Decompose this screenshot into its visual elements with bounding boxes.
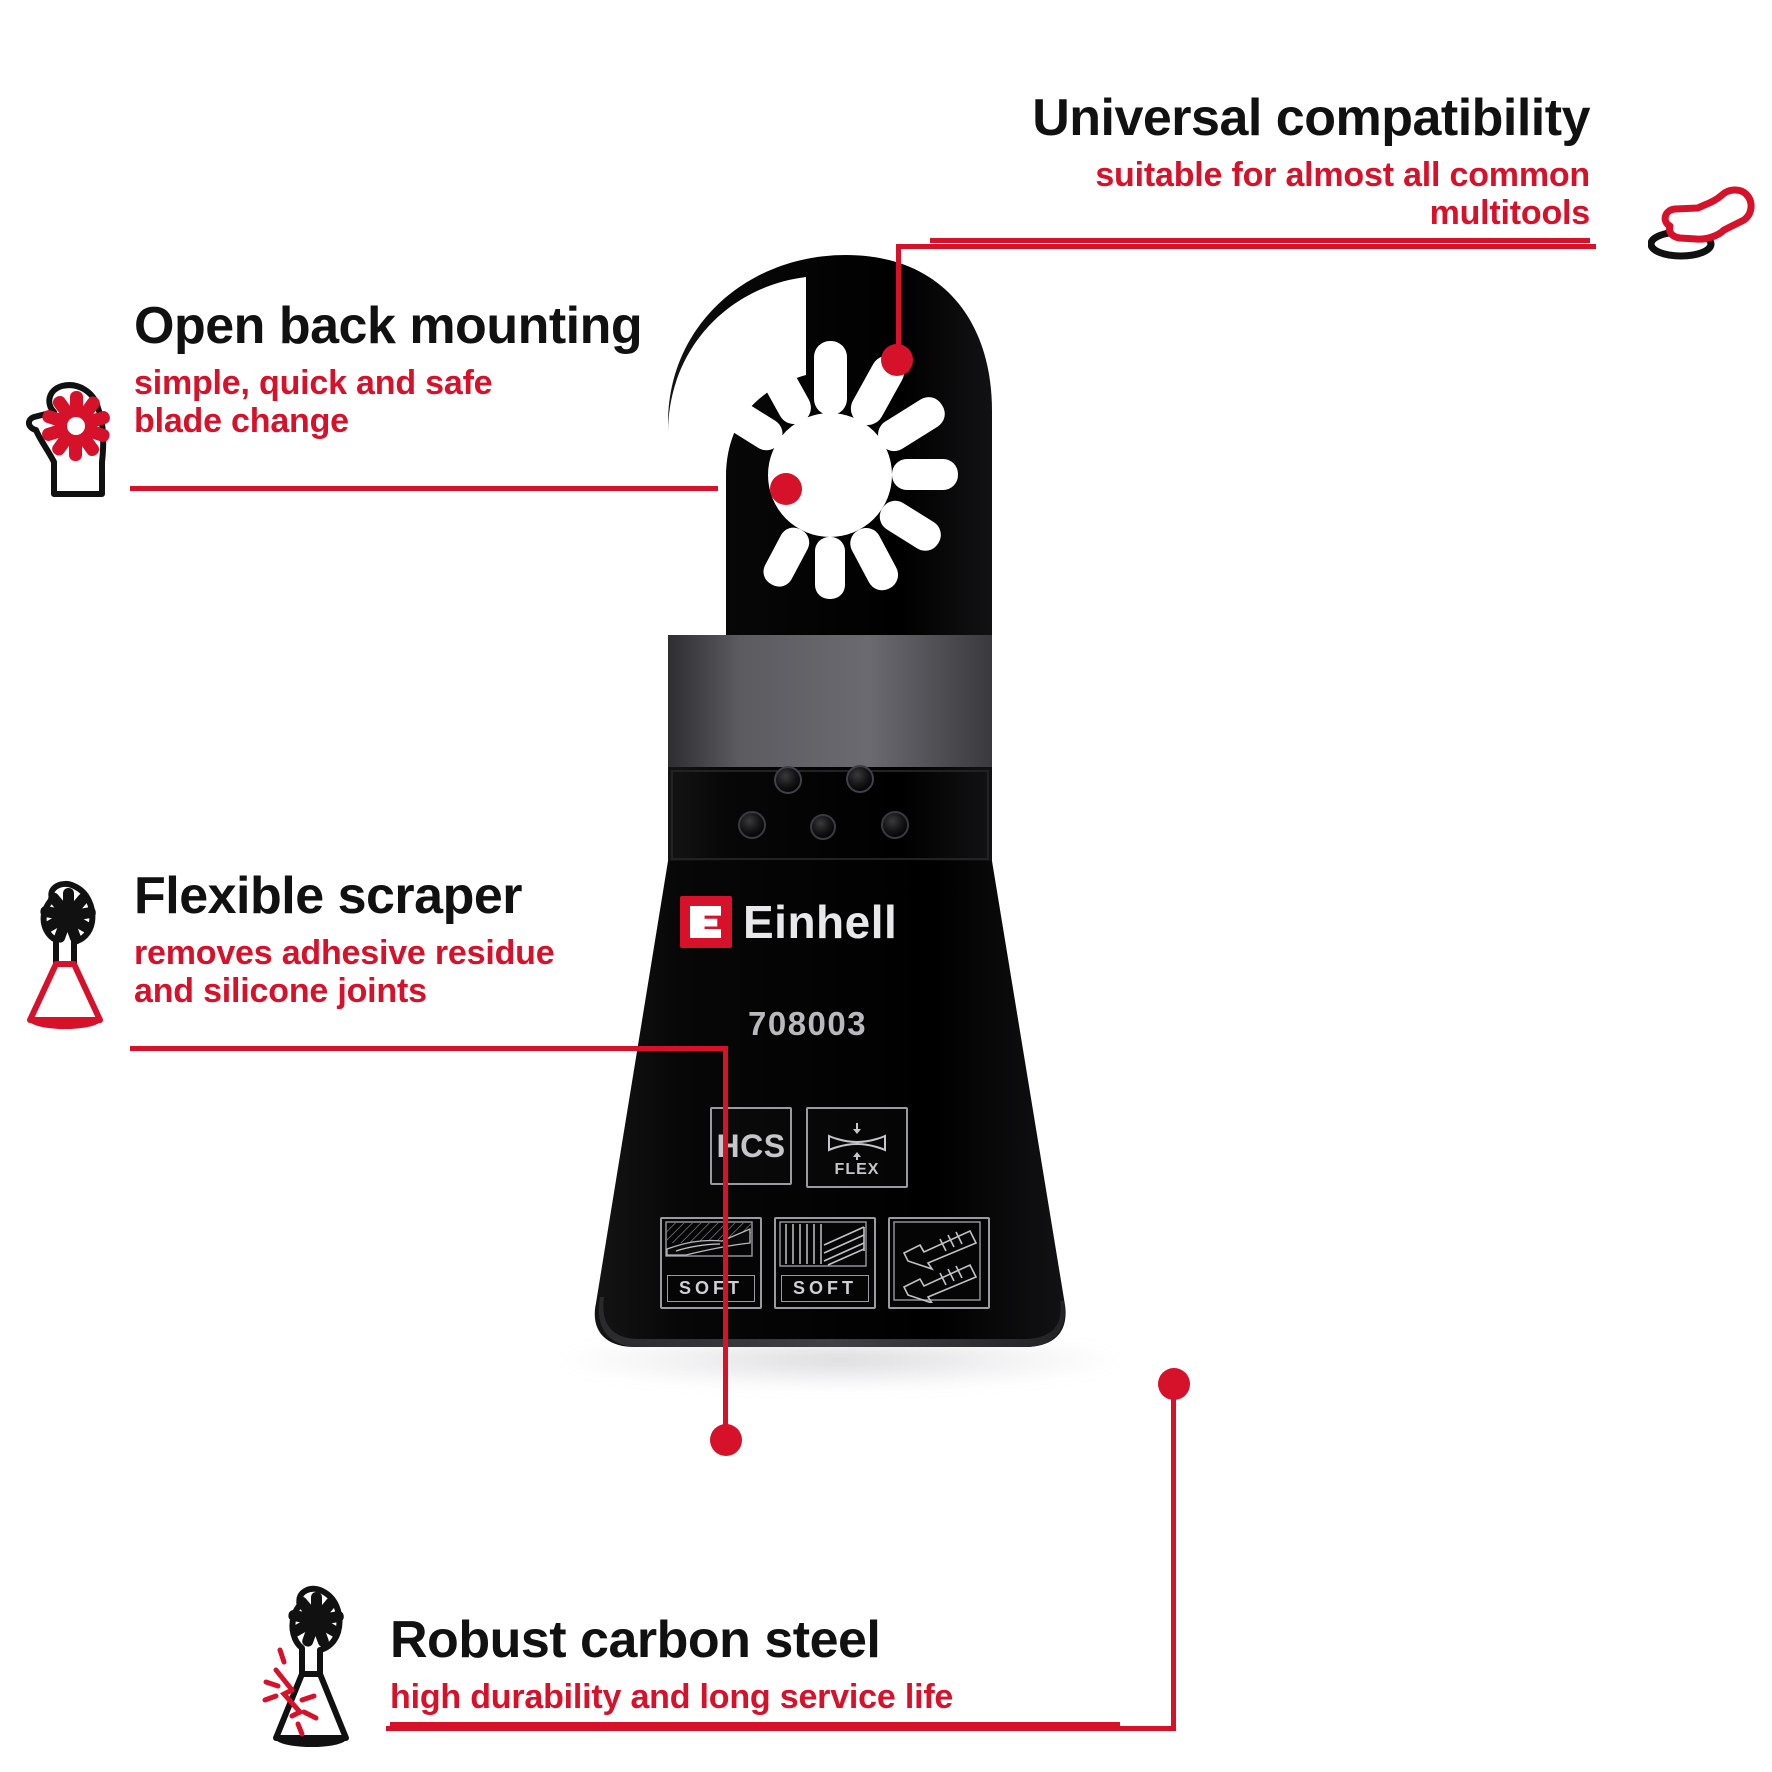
- callout-title: Universal compatibility: [1032, 89, 1590, 147]
- callout-subtitle-line1: high durability and long service life: [390, 1678, 954, 1716]
- callout-subtitle-line2: and silicone joints: [134, 972, 427, 1011]
- callout-robust-carbon-steel: Robust carbon steel high durability and …: [390, 1611, 1120, 1728]
- center-bore: [768, 413, 892, 537]
- leader-line-1-horizontal: [896, 244, 1596, 249]
- soft-wood-icon: SOFT: [774, 1217, 876, 1309]
- soft-label: SOFT: [781, 1275, 869, 1302]
- spec-badges: HCS FLEX: [710, 1107, 908, 1188]
- callout-open-back-mounting: Open back mounting simple, quick and saf…: [134, 300, 794, 440]
- adhesive-residue-icon: SOFT: [660, 1217, 762, 1309]
- callout-flexible-scraper: Flexible scraper removes adhesive residu…: [134, 870, 794, 1010]
- leader-line-4-vertical: [1171, 1390, 1176, 1730]
- scraper-edge: [598, 1297, 1065, 1347]
- multitool-icon: [1647, 182, 1766, 269]
- silicone-cartridge-icon: [888, 1217, 990, 1309]
- material-icons: SOFT SOFT: [660, 1217, 990, 1309]
- rivets: [738, 765, 909, 840]
- hand-scraper-icon: [22, 880, 132, 1035]
- leader-line-1-vertical: [896, 244, 901, 359]
- einhell-mark-icon: [680, 896, 732, 948]
- callout-universal-compatibility: Universal compatibility suitable for alm…: [930, 89, 1591, 244]
- product-image-multitool-scraper-blade: Einhell 708003 HCS FLEX: [520, 255, 1140, 1365]
- leader-line-3-horizontal: [130, 1046, 728, 1051]
- callout-subtitle-line1: suitable for almost all common: [1095, 156, 1590, 194]
- callout-underline: [930, 238, 1590, 244]
- badge-flex: FLEX: [806, 1107, 908, 1188]
- leader-line-2-horizontal: [130, 486, 718, 491]
- leader-dot-4: [1158, 1368, 1190, 1400]
- leader-line-3-vertical: [723, 1046, 728, 1442]
- callout-title: Open back mounting: [134, 297, 643, 355]
- polished-band: [668, 635, 992, 767]
- einhell-wordmark: Einhell: [743, 896, 898, 948]
- flex-symbol-icon: [828, 1122, 886, 1160]
- badge-flex-label: FLEX: [834, 1160, 880, 1178]
- callout-subtitle-line2: multitools: [1429, 194, 1591, 233]
- leader-line-4-horizontal: [386, 1726, 1176, 1731]
- mounting-slots: [715, 341, 958, 599]
- hand-blade-icon: [22, 378, 128, 505]
- article-number: 708003: [748, 1005, 868, 1042]
- leader-dot-3: [710, 1424, 742, 1456]
- callout-title: Flexible scraper: [134, 867, 523, 925]
- callout-subtitle-line2: blade change: [134, 402, 349, 441]
- einhell-logo: Einhell: [680, 895, 897, 949]
- callout-subtitle-line1: simple, quick and safe: [134, 364, 493, 402]
- callout-title: Robust carbon steel: [390, 1611, 881, 1669]
- hand-broken-blade-icon: [262, 1582, 380, 1755]
- soft-label: SOFT: [667, 1275, 755, 1302]
- callout-subtitle-line1: removes adhesive residue: [134, 934, 555, 972]
- leader-dot-1: [881, 344, 913, 376]
- callout-underline: [390, 1722, 1120, 1728]
- leader-dot-2: [770, 473, 802, 505]
- clamp-plate: [668, 767, 992, 863]
